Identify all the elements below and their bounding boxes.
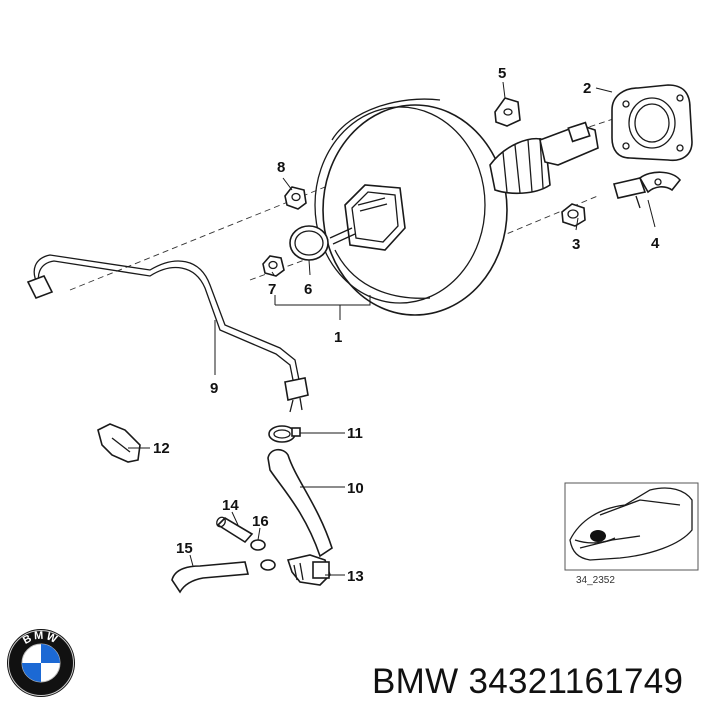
clip-part-5 [494,97,521,127]
callout-12: 12 [153,440,170,457]
inset-code: 34_2352 [576,575,615,586]
callout-labels: 1 2 3 4 5 6 7 8 9 10 11 12 13 14 15 16 [153,65,660,585]
check-valve-part-13 [286,554,331,586]
car-location-inset: 34_2352 [564,482,699,586]
hose-part-15 [171,561,250,594]
gasket-part [611,84,693,162]
callout-4: 4 [651,235,660,252]
pipe-part-14 [216,516,254,544]
callout-13: 13 [347,568,364,585]
callout-3: 3 [572,236,580,253]
callout-7: 7 [268,281,276,298]
o-ring-part-6 [289,225,329,261]
svg-text:BMW: BMW [21,630,61,647]
clip-part-12 [97,423,141,463]
bmw-logo: BMW [7,629,75,697]
callout-16: 16 [252,513,269,530]
callout-14: 14 [222,497,239,514]
callout-15: 15 [176,540,193,557]
leader-lines [128,81,656,576]
callout-2: 2 [583,80,591,97]
callout-11: 11 [347,425,363,442]
nut-part-3 [561,203,586,227]
callout-5: 5 [498,65,506,82]
nut-part-7 [262,255,285,277]
clevis-pin-part-4 [612,171,682,209]
callout-9: 9 [210,380,218,397]
clamp-part-16 [250,539,276,571]
hose-part-10 [267,448,333,558]
callout-8: 8 [277,159,285,176]
vacuum-line-part-9 [26,254,309,413]
callout-1: 1 [334,329,342,346]
logo-letters: BMW [21,630,59,647]
callout-10: 10 [347,480,364,497]
nut-part-8 [284,186,307,210]
hose-clamp-part-11 [268,425,301,443]
callout-6: 6 [304,281,312,298]
part-number-label: BMW 34321161749 [372,662,684,701]
brake-booster-part [314,98,599,316]
